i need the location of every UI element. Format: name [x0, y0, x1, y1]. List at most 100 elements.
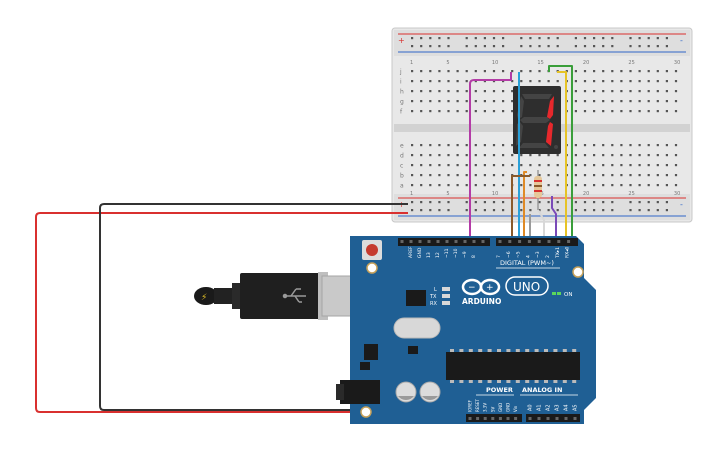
breadboard-hole: [611, 70, 614, 73]
seven-segment-display[interactable]: [513, 86, 561, 154]
breadboard-hole: [556, 164, 559, 167]
header-pin[interactable]: [514, 417, 518, 420]
breadboard-hole: [656, 45, 659, 48]
breadboard-hole: [665, 184, 668, 187]
crystal-oscillator: [393, 317, 441, 339]
header-pin[interactable]: [555, 417, 559, 420]
header-pin[interactable]: [418, 240, 422, 243]
breadboard-hole: [492, 45, 496, 48]
header-pin[interactable]: [409, 240, 413, 243]
breadboard-hole: [492, 90, 496, 93]
breadboard-hole: [429, 70, 432, 73]
breadboard-hole: [538, 37, 541, 40]
resistor[interactable]: [534, 170, 542, 210]
breadboard-hole: [502, 80, 505, 83]
header-pin[interactable]: [557, 240, 561, 243]
usb-symbol-icon: [282, 288, 306, 303]
header-pin[interactable]: [445, 240, 449, 243]
breadboard-hole: [602, 209, 605, 212]
header-pin[interactable]: [454, 240, 458, 243]
breadboard-hole: [529, 184, 532, 187]
header-pin[interactable]: [546, 417, 550, 420]
header-pin[interactable]: [506, 417, 510, 420]
breadboard-hole: [574, 144, 577, 147]
breadboard-hole: [583, 80, 587, 83]
header-pin[interactable]: [463, 240, 467, 243]
breadboard-hole: [483, 164, 486, 167]
column-label: 20: [583, 60, 589, 66]
breadboard-hole: [420, 37, 423, 40]
breadboard-hole: [593, 90, 596, 93]
header-pin[interactable]: [508, 240, 512, 243]
header-pin[interactable]: [573, 417, 577, 420]
breadboard-hole: [474, 70, 477, 73]
header-pin[interactable]: [472, 240, 476, 243]
chip-pin: [497, 349, 501, 352]
wire-red[interactable]: [35, 212, 470, 413]
wire-magenta[interactable]: [469, 72, 512, 255]
breadboard-hole: [665, 80, 668, 83]
breadboard-hole: [583, 144, 587, 147]
header-pin[interactable]: [498, 417, 502, 420]
breadboard-hole: [465, 80, 468, 83]
breadboard-hole: [583, 110, 587, 113]
breadboard-hole: [629, 174, 632, 177]
header-pin[interactable]: [537, 240, 541, 243]
header-pin[interactable]: [483, 417, 487, 420]
header-pin[interactable]: [567, 240, 571, 243]
breadboard-hole: [492, 70, 496, 73]
segment-a: [522, 94, 552, 99]
wire-orange[interactable]: [523, 171, 527, 240]
breadboard-hole: [438, 110, 441, 113]
header-pin[interactable]: [537, 417, 541, 420]
segment-d: [519, 143, 549, 148]
breadboard-hole: [502, 45, 505, 48]
header-pin[interactable]: [427, 240, 431, 243]
svg-text:+: +: [486, 283, 494, 293]
header-pin[interactable]: [498, 240, 502, 243]
header-pin[interactable]: [527, 240, 531, 243]
header-pin[interactable]: [528, 417, 532, 420]
breadboard-hole: [492, 209, 496, 212]
breadboard-hole: [656, 110, 659, 113]
breadboard-hole: [465, 184, 468, 187]
header-pin[interactable]: [547, 240, 551, 243]
wire-yellow[interactable]: [557, 71, 567, 240]
breadboard-hole: [611, 201, 614, 204]
wire-green[interactable]: [548, 65, 573, 240]
header-pin[interactable]: [400, 240, 404, 243]
header-pin[interactable]: [491, 417, 495, 420]
wire-brown[interactable]: [511, 175, 530, 240]
breadboard-hole: [420, 70, 423, 73]
breadboard-hole: [593, 144, 596, 147]
header-pin[interactable]: [476, 417, 480, 420]
breadboard-hole: [656, 209, 659, 212]
wire-purple[interactable]: [551, 196, 557, 240]
svg-text:−: −: [468, 283, 476, 293]
pin-label: 2: [545, 255, 551, 258]
chip-pin: [572, 349, 577, 352]
breadboard-hole: [674, 174, 678, 177]
header-pin[interactable]: [564, 417, 568, 420]
header-pin[interactable]: [518, 240, 522, 243]
breadboard-hole: [556, 184, 559, 187]
lightning-icon: ⚡: [201, 293, 207, 303]
wire-white[interactable]: [537, 209, 545, 240]
header-pin[interactable]: [436, 240, 440, 243]
header-pin[interactable]: [468, 417, 472, 420]
breadboard-hole: [620, 80, 623, 83]
breadboard-hole: [474, 100, 477, 103]
breadboard-hole: [492, 164, 496, 167]
breadboard-hole: [611, 154, 614, 157]
power-jack[interactable]: [340, 380, 380, 404]
breadboard-hole: [593, 209, 596, 212]
breadboard-hole: [583, 164, 587, 167]
wire-black[interactable]: [99, 203, 448, 411]
breadboard-hole: [574, 100, 577, 103]
breadboard-hole: [629, 209, 632, 212]
header-pin[interactable]: [481, 240, 485, 243]
breadboard-hole: [529, 174, 532, 177]
breadboard-hole: [538, 164, 541, 167]
usb-cable[interactable]: ⚡: [194, 272, 353, 320]
